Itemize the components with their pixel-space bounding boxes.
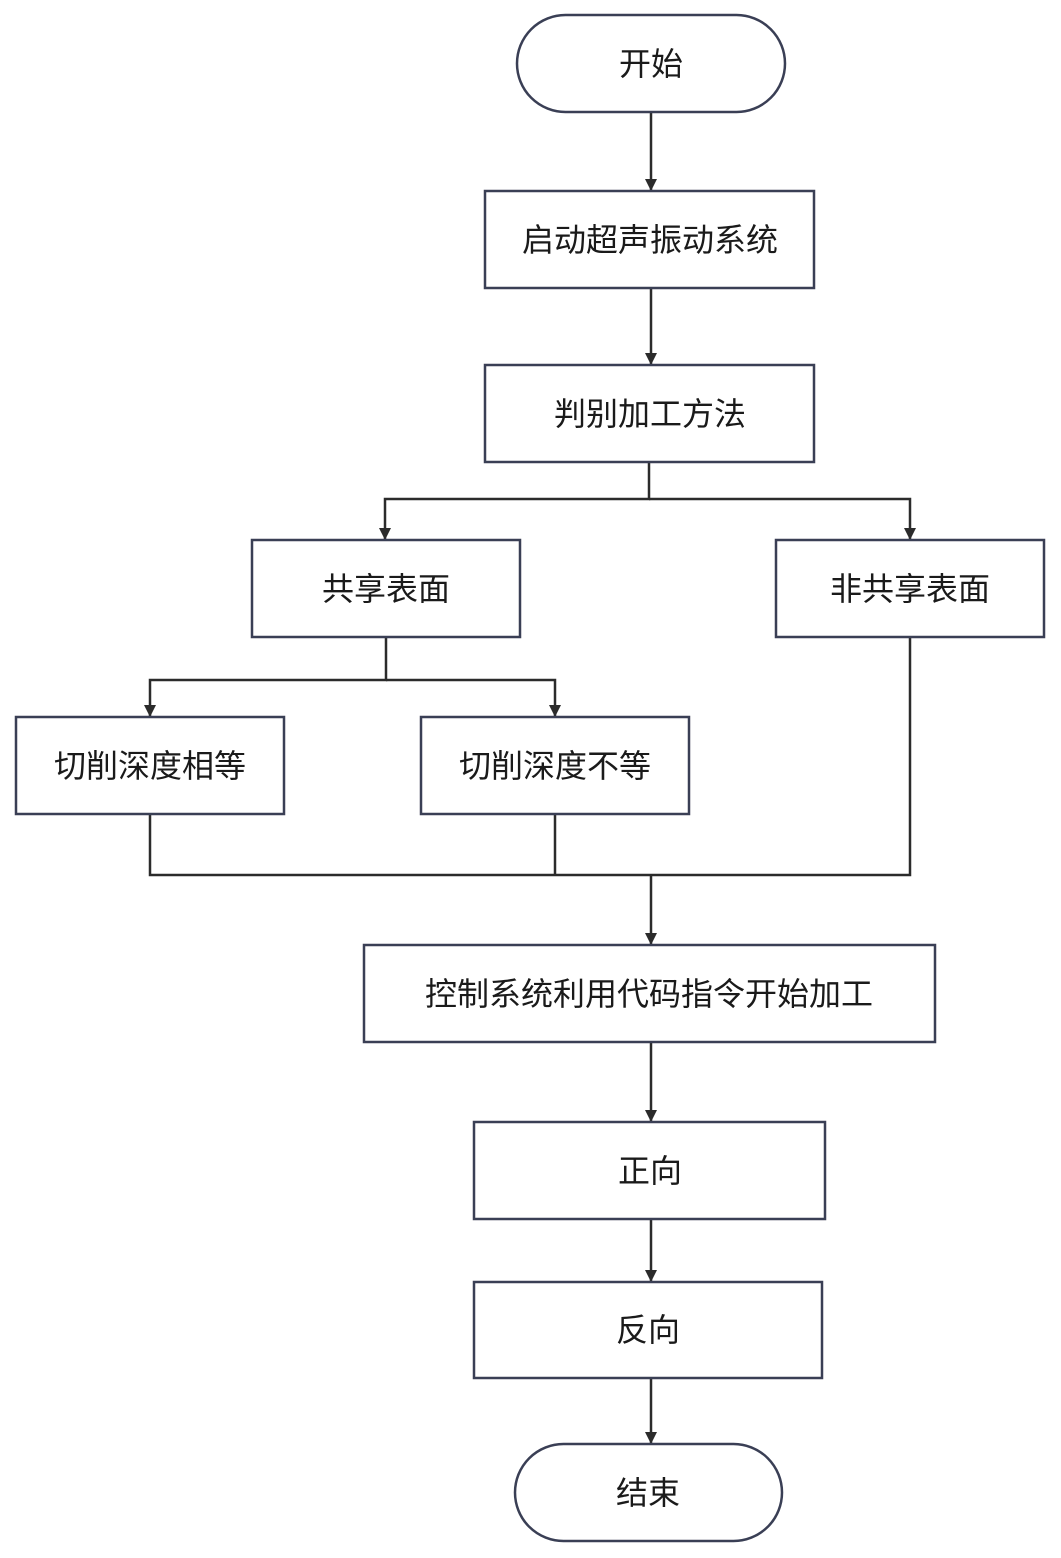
process-unequal-depth-label: 切削深度不等 (459, 747, 651, 785)
process-control-system-label: 控制系统利用代码指令开始加工 (425, 975, 873, 1013)
process-determine-method-label: 判别加工方法 (554, 395, 746, 433)
arrow-to-unequal-depth (386, 678, 561, 717)
process-shared-surface-label: 共享表面 (322, 570, 450, 608)
arrow-to-non-shared (649, 497, 916, 540)
process-shared-surface: 共享表面 (250, 538, 522, 639)
process-forward-label: 正向 (618, 1152, 682, 1190)
branch-line-shared (144, 637, 388, 717)
process-non-shared-surface: 非共享表面 (774, 538, 1046, 639)
process-equal-depth-label: 切削深度相等 (54, 747, 246, 785)
process-non-shared-surface-box (774, 538, 1046, 639)
process-forward-box (472, 1120, 827, 1221)
end-terminal-shape (513, 1442, 784, 1543)
process-equal-depth: 切削深度相等 (14, 715, 286, 816)
process-start-ultrasonic: 启动超声振动系统 (483, 189, 816, 290)
process-control-system: 控制系统利用代码指令开始加工 (362, 943, 937, 1044)
process-determine-method: 判别加工方法 (483, 363, 816, 464)
process-control-system-box (362, 943, 937, 1044)
process-start-ultrasonic-box (483, 189, 816, 290)
process-non-shared-surface-label: 非共享表面 (830, 570, 990, 608)
process-shared-surface-box (250, 538, 522, 639)
process-unequal-depth-box (419, 715, 691, 816)
process-determine-method-box (483, 363, 816, 464)
branch-line-determine (379, 462, 651, 540)
process-unequal-depth: 切削深度不等 (419, 715, 691, 816)
start-terminal-shape (515, 13, 787, 114)
process-equal-depth-box (14, 715, 286, 816)
process-reverse: 反向 (472, 1280, 824, 1380)
start-terminal-label: 开始 (619, 45, 683, 83)
end-terminal-label: 结束 (616, 1474, 680, 1512)
process-reverse-label: 反向 (616, 1311, 680, 1349)
process-forward: 正向 (472, 1120, 827, 1221)
process-start-ultrasonic-label: 启动超声振动系统 (522, 221, 778, 259)
end-terminal: 结束 (513, 1442, 784, 1543)
process-reverse-box (472, 1280, 824, 1380)
merge-line (148, 637, 912, 877)
start-terminal: 开始 (515, 13, 787, 114)
